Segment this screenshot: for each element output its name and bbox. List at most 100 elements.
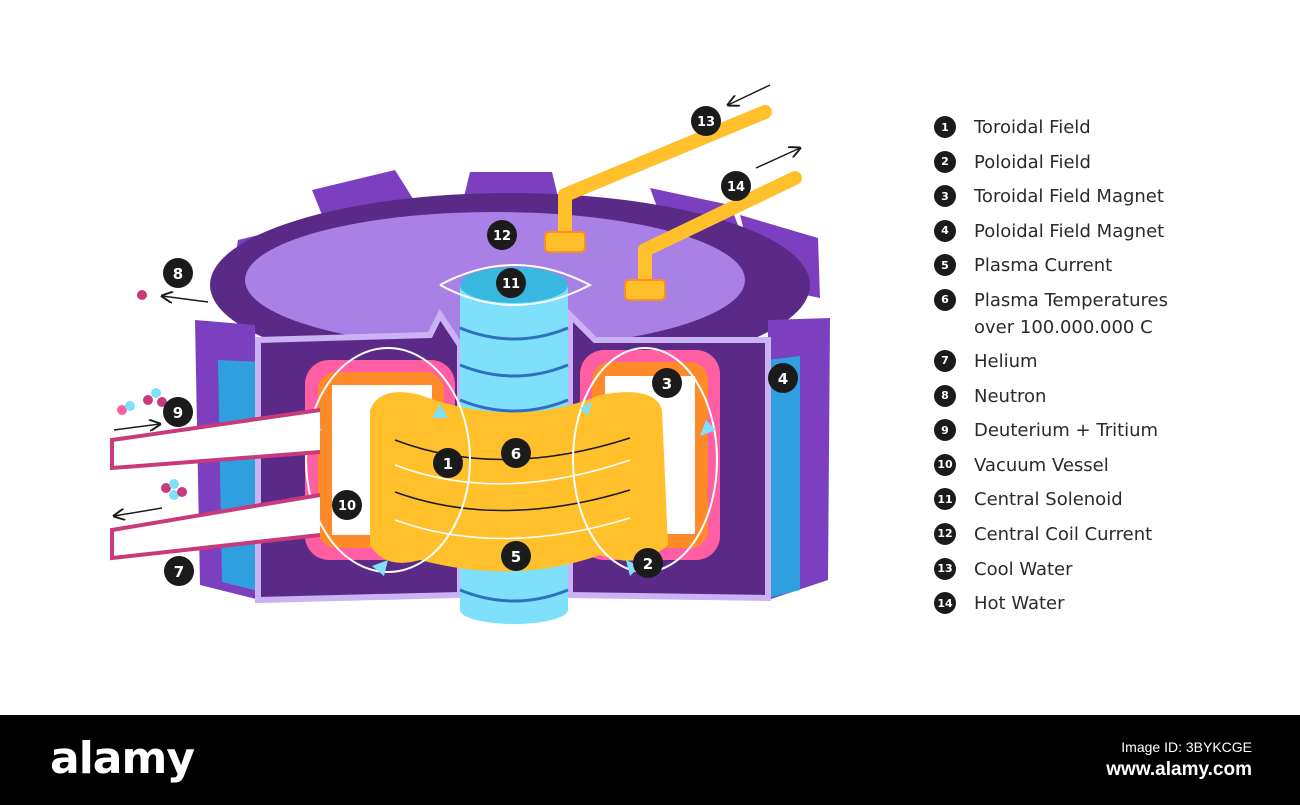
neutron-particle bbox=[137, 290, 147, 300]
legend-label: Poloidal Field Magnet bbox=[974, 220, 1165, 242]
legend-badge: 7 bbox=[934, 349, 956, 372]
legend-label-line-2: over 100.000.000 C bbox=[974, 316, 1153, 338]
plasma-streak-3 bbox=[394, 489, 631, 512]
marker-12: 12 bbox=[487, 220, 517, 250]
plasma-body bbox=[370, 392, 668, 572]
marker-3-label: 3 bbox=[662, 375, 672, 393]
particles bbox=[117, 290, 187, 500]
marker-14-label: 14 bbox=[727, 180, 745, 195]
marker-6: 6 bbox=[501, 438, 531, 468]
poloidal-arrow-3 bbox=[372, 560, 388, 576]
legend-label: Central Solenoid bbox=[974, 489, 1123, 511]
legend-item-toroidal-field-magnet: 3 Toroidal Field Magnet bbox=[934, 183, 1284, 218]
tritium-particle-1 bbox=[143, 395, 153, 405]
marker-8: 8 bbox=[163, 258, 193, 288]
legend-label: Central Coil Current bbox=[974, 523, 1153, 545]
legend-label: Deuterium + Tritium bbox=[974, 420, 1159, 442]
legend-badge: 10 bbox=[934, 453, 956, 476]
marker-4: 4 bbox=[768, 363, 798, 393]
marker-9: 9 bbox=[163, 397, 193, 427]
helium-exhaust-arrow bbox=[114, 507, 163, 516]
legend-badge: 2 bbox=[934, 150, 956, 173]
marker-3: 3 bbox=[652, 368, 682, 398]
legend-badge: 14 bbox=[934, 592, 956, 615]
helium-particle-1 bbox=[161, 483, 171, 493]
marker-5-label: 5 bbox=[511, 548, 521, 566]
legend-item-central-coil-current: 12 Central Coil Current bbox=[934, 521, 1284, 556]
footer-url: www.alamy.com bbox=[1106, 759, 1252, 780]
hot-water-flange bbox=[624, 279, 666, 301]
legend-badge: 3 bbox=[934, 185, 956, 208]
legend-label: Toroidal Field bbox=[974, 117, 1091, 138]
poloidal-arrow-1 bbox=[432, 404, 448, 418]
deuterium-particle-1 bbox=[117, 405, 127, 415]
legend-label: Cool Water bbox=[974, 558, 1073, 580]
legend-badge: 8 bbox=[934, 384, 956, 407]
plasma-streak-4 bbox=[394, 517, 631, 540]
marker-9-label: 9 bbox=[173, 404, 183, 422]
hot-water-arrow bbox=[755, 148, 800, 169]
marker-5: 5 bbox=[501, 541, 531, 571]
cool-water-arrow bbox=[728, 84, 771, 105]
solenoid-ring-3 bbox=[459, 398, 569, 413]
flow-arrows bbox=[114, 84, 800, 516]
legend-badge: 12 bbox=[934, 522, 956, 545]
marker-6-label: 6 bbox=[511, 445, 521, 463]
helium-particle-3 bbox=[169, 479, 179, 489]
helium-particle-2 bbox=[169, 490, 179, 500]
tritium-particle-3 bbox=[157, 397, 167, 407]
solenoid-ring-1 bbox=[459, 326, 569, 341]
deuterium-particle-2 bbox=[125, 401, 135, 411]
solenoid-bottom bbox=[460, 596, 568, 624]
marker-14: 14 bbox=[721, 171, 751, 201]
legend-item-plasma-current: 5 Plasma Current bbox=[934, 252, 1284, 287]
legend-label: Vacuum Vessel bbox=[974, 454, 1109, 476]
helium-exhaust-pipe bbox=[110, 493, 321, 561]
poloidal-arrow-4 bbox=[700, 420, 716, 436]
legend-item-toroidal-field: 1 Toroidal Field bbox=[934, 114, 1284, 149]
marker-12-label: 12 bbox=[493, 229, 511, 244]
marker-1-label: 1 bbox=[443, 455, 453, 473]
legend-label: Plasma Temperatures over 100.000.000 C bbox=[974, 287, 1168, 341]
legend-label: Plasma Current bbox=[974, 255, 1113, 277]
legend-badge: 11 bbox=[934, 488, 956, 511]
legend-badge: 1 bbox=[934, 116, 956, 138]
legend-badge: 4 bbox=[934, 219, 956, 242]
water-pipes bbox=[544, 105, 802, 301]
marker-4-label: 4 bbox=[778, 370, 788, 388]
tokamak-diagram: 13 14 12 11 8 3 4 9 1 6 10 5 2 7 bbox=[110, 84, 830, 624]
marker-2: 2 bbox=[633, 548, 663, 578]
legend-item-deuterium-tritium: 9 Deuterium + Tritium bbox=[934, 417, 1284, 452]
legend-label: Neutron bbox=[974, 385, 1047, 407]
image-id-text: Image ID: 3BYKCGE bbox=[1121, 739, 1252, 755]
marker-7-label: 7 bbox=[174, 563, 184, 581]
cool-water-flange bbox=[544, 231, 586, 253]
poloidal-arrow-5 bbox=[626, 560, 640, 576]
plasma-streak-2 bbox=[394, 459, 631, 485]
marker-13: 13 bbox=[691, 106, 721, 136]
tritium-particle-2 bbox=[151, 388, 161, 398]
poloidal-arrow-6 bbox=[580, 402, 592, 416]
fuel-intake-pipe bbox=[110, 408, 321, 471]
hot-water-pipe bbox=[638, 171, 802, 292]
marker-10-label: 10 bbox=[338, 499, 356, 514]
footer-bar: alamy Image ID: 3BYKCGE www.alamy.com bbox=[0, 715, 1300, 805]
legend-badge: 9 bbox=[934, 419, 956, 442]
central-coil-current-loop bbox=[439, 264, 593, 306]
poloidal-loop-left bbox=[305, 347, 471, 573]
fuel-pipes bbox=[110, 408, 321, 561]
poloidal-magnet-right bbox=[768, 356, 800, 598]
marker-7: 7 bbox=[164, 556, 194, 586]
legend-label: Toroidal Field Magnet bbox=[974, 186, 1164, 208]
marker-13-label: 13 bbox=[697, 115, 715, 130]
solenoid-ring-4 bbox=[459, 588, 569, 603]
legend-label-line-1: Plasma Temperatures bbox=[974, 289, 1168, 311]
marker-11: 11 bbox=[496, 268, 526, 298]
cool-water-pipe bbox=[558, 105, 772, 242]
legend-badge: 5 bbox=[934, 254, 956, 277]
legend-item-central-solenoid: 11 Central Solenoid bbox=[934, 486, 1284, 521]
